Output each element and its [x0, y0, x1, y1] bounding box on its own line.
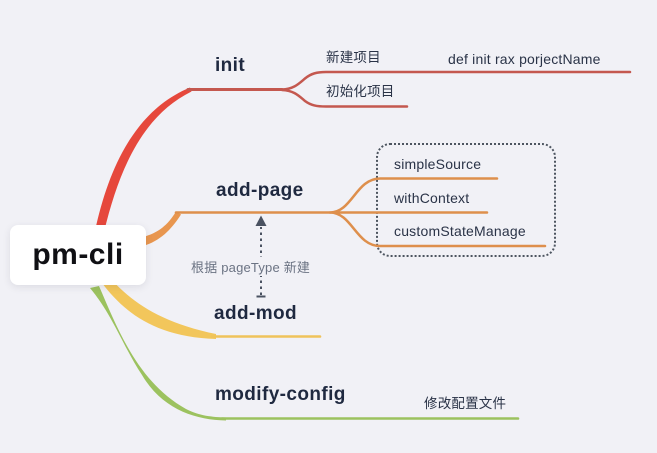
add-mod-branch-curve: [102, 280, 216, 339]
node-add-mod[interactable]: add-mod: [214, 303, 298, 324]
node-modify-config-child-edit-config-file[interactable]: 修改配置文件: [424, 396, 507, 411]
node-add-page-child-simplesource[interactable]: simpleSource: [394, 156, 482, 172]
init-branch-curve: [95, 87, 192, 232]
add-page-children-group-box: [376, 143, 556, 257]
node-init-child-initialize-project[interactable]: 初始化项目: [326, 84, 395, 99]
root-node-pm-cli[interactable]: pm-cli: [10, 225, 146, 285]
add-page-branch-curve: [143, 211, 181, 246]
relation-annotation-label[interactable]: 根据 pageType 新建: [189, 257, 313, 276]
node-add-page-child-withcontext[interactable]: withContext: [394, 190, 470, 206]
modify-config-branch-curve: [90, 286, 226, 421]
init-children-lines: [280, 70, 632, 108]
relation-arrow-head-icon: [255, 215, 267, 226]
root-node-label: pm-cli: [32, 238, 124, 271]
node-init-child-new-project[interactable]: 新建项目: [326, 50, 381, 65]
node-init-grandchild-command[interactable]: def init rax porjectName: [448, 51, 601, 67]
node-add-page-child-customstatemanage[interactable]: customStateManage: [394, 223, 526, 239]
add-page-children-lines: [328, 177, 547, 248]
node-init[interactable]: init: [215, 55, 246, 76]
node-modify-config[interactable]: modify-config: [215, 384, 346, 405]
node-add-page[interactable]: add-page: [216, 180, 304, 201]
